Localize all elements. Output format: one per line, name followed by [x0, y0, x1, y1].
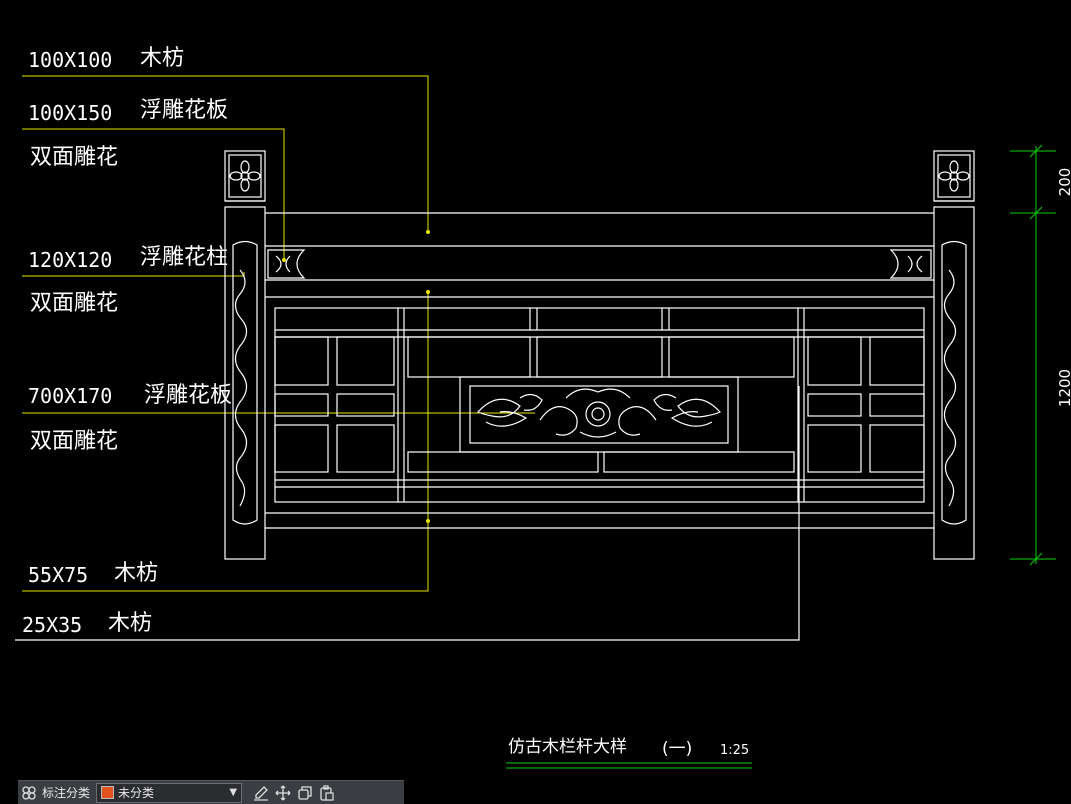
label-120x120-name: 浮雕花柱 [140, 245, 228, 270]
label-100x150-note: 双面雕花 [30, 145, 118, 170]
label-25x35-size: 25X35 [22, 613, 82, 637]
category-select[interactable]: 未分类 ▼ [96, 782, 243, 803]
annotation-labels: 100X100 木枋 100X150 浮雕花板 双面雕花 120X120 浮雕花… [22, 46, 232, 637]
move-icon[interactable] [272, 782, 294, 804]
title-scale: 1:25 [720, 743, 749, 758]
dimension-top: 200 [1056, 168, 1071, 197]
leader-25x35 [15, 386, 800, 641]
drawing-title: 仿古木栏杆大样 (一) 1:25 [506, 737, 752, 769]
category-selected-value: 未分类 [118, 786, 155, 800]
dimension-main: 1200 [1056, 369, 1071, 407]
label-100x100-size: 100X100 [28, 48, 112, 72]
label-55x75-size: 55X75 [28, 563, 88, 587]
flower-icon [229, 160, 261, 192]
label-100x150-size: 100X150 [28, 101, 112, 125]
category-label: 标注分类 [42, 786, 91, 800]
grid-icon[interactable] [18, 782, 40, 804]
label-700x170-note: 双面雕花 [30, 429, 118, 454]
category-color-swatch [101, 786, 115, 799]
dimension-lines [1010, 144, 1056, 566]
chevron-down-icon: ▼ [229, 787, 238, 798]
carved-panel-motif [477, 388, 721, 438]
edit-icon[interactable] [250, 782, 272, 804]
annotation-toolbar: 标注分类 未分类 ▼ [18, 780, 404, 804]
label-120x120-note: 双面雕花 [30, 291, 118, 316]
paste-icon[interactable] [316, 782, 338, 804]
leader-lines [22, 75, 535, 592]
label-120x120-size: 120X120 [28, 248, 112, 272]
title-text: 仿古木栏杆大样 [508, 737, 627, 757]
copy-icon[interactable] [294, 782, 316, 804]
label-700x170-name: 浮雕花板 [144, 383, 232, 408]
railing-drawing [224, 150, 975, 560]
label-100x100-name: 木枋 [140, 46, 184, 71]
label-55x75-name: 木枋 [114, 561, 158, 586]
label-100x150-name: 浮雕花板 [140, 98, 228, 123]
flower-icon [938, 160, 970, 192]
label-700x170-size: 700X170 [28, 384, 112, 408]
label-25x35-name: 木枋 [108, 611, 152, 636]
title-number: (一) [662, 739, 692, 759]
